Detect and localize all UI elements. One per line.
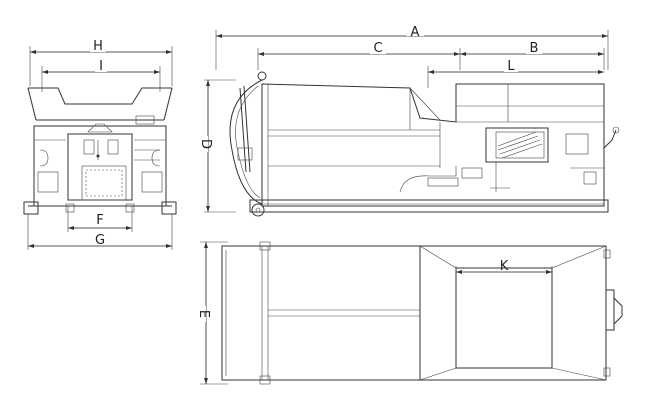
front-view: H I — [23, 38, 177, 250]
dim-label-d: D — [198, 139, 213, 149]
dimension-c: C — [257, 40, 461, 70]
dimension-a: A — [215, 24, 609, 70]
dimension-g: G — [27, 214, 173, 250]
dimension-l: L — [427, 58, 604, 88]
side-view: A C B L — [196, 24, 620, 217]
dim-label-a: A — [411, 25, 420, 40]
dim-label-g: G — [95, 233, 105, 248]
dim-label-e: E — [196, 310, 211, 318]
dim-label-l: L — [507, 59, 515, 74]
dim-label-i: I — [99, 59, 103, 74]
top-view: E K — [194, 241, 623, 385]
dim-label-k: K — [500, 259, 509, 274]
dimension-i: I — [41, 58, 161, 92]
dimension-h: H — [29, 38, 173, 86]
dim-label-c: C — [373, 41, 382, 56]
dimension-d: D — [196, 79, 236, 213]
dim-label-f: F — [96, 213, 103, 228]
dimension-f: F — [67, 206, 133, 232]
dim-label-h: H — [93, 39, 103, 54]
dimension-e: E — [194, 241, 228, 385]
dimension-b: B — [460, 40, 605, 70]
dim-label-b: B — [530, 41, 539, 56]
